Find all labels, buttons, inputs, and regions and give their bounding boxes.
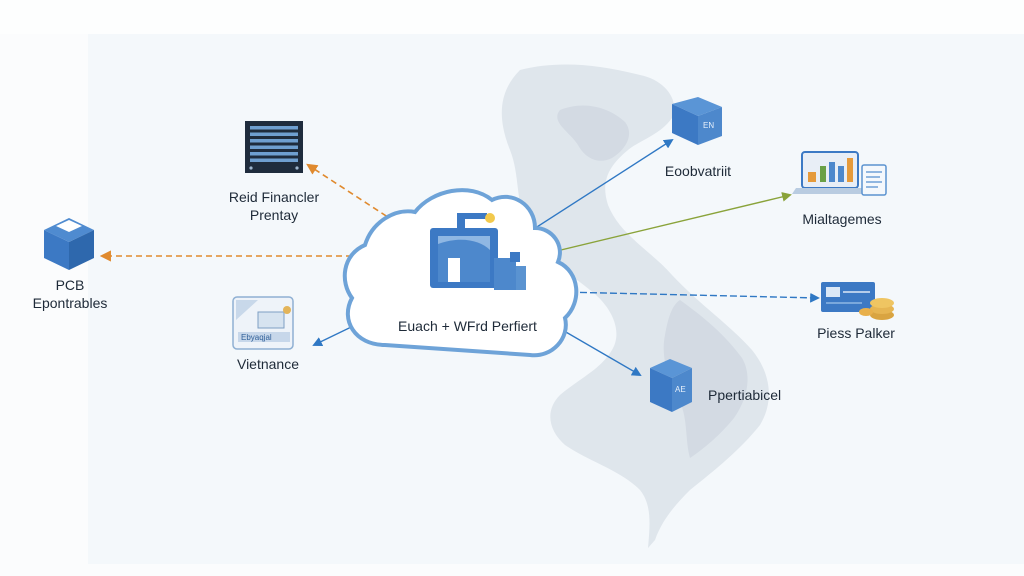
top-band <box>0 0 1024 34</box>
laptop-chart-icon <box>792 151 887 196</box>
cloud-server-icon <box>430 213 526 290</box>
cube-box-icon: EN <box>672 97 722 145</box>
node-ppertiabicel-label: Ppertiabicel <box>708 386 781 404</box>
node-pcb-label: PCB Epontrables <box>10 276 130 312</box>
node-label-line: Prentay <box>249 207 299 223</box>
node-label-line: PCB <box>55 277 85 293</box>
map-silhouette <box>501 64 769 549</box>
node-label-line: Eoobvatriit <box>664 163 732 179</box>
document-icon-caption: Ebyaqjal <box>241 333 272 342</box>
node-reid-label: Reid Financler Prentay <box>212 188 336 224</box>
cube-icon-caption: EN <box>703 121 714 130</box>
node-label-line: Epontrables <box>32 295 108 311</box>
node-piess-label: Piess Palker <box>804 324 908 342</box>
hub-label: Euach + WFrd Perfiert <box>398 318 537 334</box>
server-rack-icon <box>245 121 303 173</box>
node-label-line: Ppertiabicel <box>708 387 782 403</box>
node-label-line: Vietnance <box>236 356 299 372</box>
node-eoo-label: Eoobvatriit <box>648 162 748 180</box>
node-vietnance-label: Vietnance <box>216 355 320 373</box>
node-label-line: Reid Financler <box>228 189 320 205</box>
cube-box-icon: AE <box>650 359 692 412</box>
node-label-line: Mialtagemes <box>802 211 882 227</box>
document-image-icon: Ebyaqjal <box>232 296 294 350</box>
edge-mialtagemes-hub <box>538 192 792 258</box>
node-mialtagemes-label: Mialtagemes <box>790 210 894 228</box>
card-coins-icon <box>821 282 894 320</box>
cube-icon-caption: AE <box>675 385 686 394</box>
node-label-line: Piess Palker <box>817 325 895 341</box>
cube-box-icon <box>44 218 94 270</box>
